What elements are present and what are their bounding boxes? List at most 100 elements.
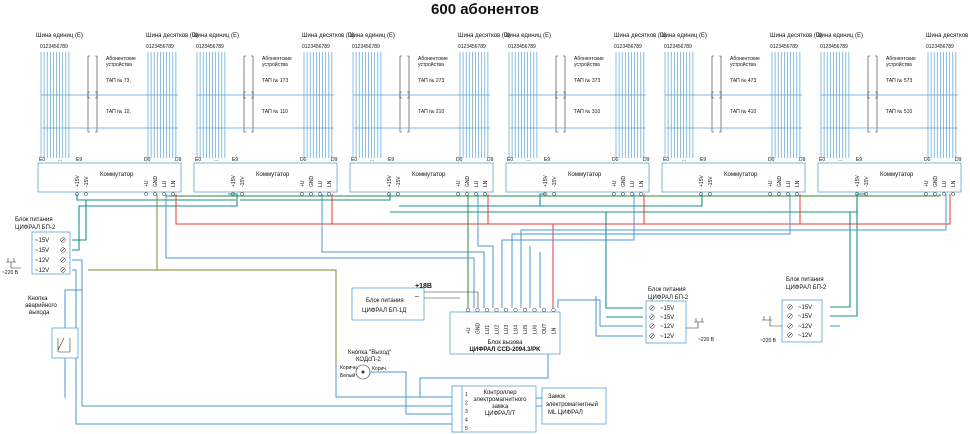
tap-bottom-label: ТАП № 310 <box>574 109 600 115</box>
e9-label: E9 <box>544 157 550 163</box>
commutator-module: Шина единиц (E)Шина десятков (D)01234567… <box>660 33 822 196</box>
psu-right-pin: ~15V <box>798 305 812 311</box>
wire <box>240 194 391 201</box>
psu-left-pin: ~15V <box>35 238 49 244</box>
commutator-module: Шина единиц (E)Шина десятков (D)01234567… <box>192 33 354 196</box>
commutator-pin: LN <box>483 180 489 187</box>
psu-right-pin: ~12V <box>798 324 812 330</box>
lock-model: ML ЦИФРАЛ <box>548 410 583 416</box>
call-block-pin: +U <box>466 327 472 334</box>
d9-label: D9 <box>175 157 182 163</box>
commutator-module: Шина единиц (E)Шина десятков (D)01234567… <box>504 33 666 196</box>
d9-label: D9 <box>487 157 494 163</box>
wire <box>165 194 475 308</box>
call-block-pin: OUT <box>542 323 548 334</box>
exit-button-wire: Корич. <box>372 366 387 372</box>
subscriber-loop <box>87 91 98 133</box>
call-block-pin: LU5 <box>523 325 529 334</box>
psu-mid-title: Блок питания <box>648 287 686 293</box>
wire <box>605 212 643 309</box>
dots-label: ... <box>838 157 842 163</box>
d9-label: D9 <box>955 157 962 163</box>
commutator-pin: -15V <box>240 176 246 187</box>
e0-label: E0 <box>819 157 825 163</box>
units-bus-label: Шина единиц (E) <box>504 33 551 39</box>
commutator-pin: -15V <box>552 176 558 187</box>
d0-label: D0 <box>612 157 619 163</box>
exit-button-model: КОДсП-2 <box>356 357 381 363</box>
plug-icon <box>686 318 704 329</box>
subscriber-loop <box>243 91 254 133</box>
wire <box>710 193 866 213</box>
wire <box>595 296 643 337</box>
d0-label: D0 <box>924 157 931 163</box>
lock-title: Замок <box>548 394 565 400</box>
call-block-pin: LU2 <box>495 325 501 334</box>
psu-18v-minus: – <box>415 293 419 300</box>
tap-top-label: ТАП № 573 <box>886 78 912 84</box>
plug-icon <box>6 258 21 269</box>
tap-top-label: ТАП № 273 <box>418 78 444 84</box>
tens-digits: 0123456789 <box>458 44 486 50</box>
psu-18v-plus: +18В <box>415 283 432 290</box>
dots-label: ... <box>682 157 686 163</box>
commutator-pin: LU <box>318 180 324 187</box>
tap-bottom-label: ТАП № 510 <box>886 109 912 115</box>
units-bus-label: Шина единиц (E) <box>36 33 83 39</box>
commutator-pin: -15V <box>396 176 402 187</box>
plug-icon <box>762 316 782 327</box>
wire <box>540 194 703 207</box>
subscriber-loop <box>867 91 878 133</box>
e0-label: E0 <box>195 157 201 163</box>
wire <box>72 193 238 251</box>
tap-bottom-label: ТАП № 410 <box>730 109 756 115</box>
d0-label: D0 <box>300 157 307 163</box>
e0-label: E0 <box>39 157 45 163</box>
commutator-pin: GND <box>621 176 627 188</box>
commutator-pin: +15V <box>387 175 393 187</box>
subscriber-loop <box>711 55 722 99</box>
commutator-module: Шина единиц (E)Шина десятков (D)01234567… <box>348 33 510 196</box>
lock-title: электромагнитный <box>546 401 598 408</box>
tens-bus-label: Шина десятков (D) <box>458 33 510 39</box>
e9-label: E9 <box>388 157 394 163</box>
commutator-pin: +15V <box>699 175 705 187</box>
psu-right-title: Блок питания <box>786 277 824 283</box>
call-block-model: ЦИФРАЛ CCD-2094.3/PK <box>470 347 542 353</box>
e9-label: E9 <box>76 157 82 163</box>
units-digits: 0123456789 <box>40 44 68 50</box>
call-block-pin: LU6 <box>533 325 539 334</box>
psu-right-pin: ~12V <box>798 333 812 339</box>
psu-right: Блок питания ЦИФРАЛ БП-2 ~15V ~15V ~12V … <box>760 277 827 344</box>
controller-title: замка <box>492 404 509 410</box>
tap-top-label: ТАП № 473 <box>730 78 756 84</box>
psu-mid-pin: ~15V <box>660 306 674 312</box>
emergency-button-label: выхода <box>29 310 50 316</box>
wire <box>557 299 643 327</box>
controller-model: ЦИФРАЛ/Т <box>485 411 516 417</box>
units-digits: 0123456789 <box>352 44 380 50</box>
wire <box>477 194 494 308</box>
commutator-pin: +U <box>924 180 930 187</box>
subscriber-loop <box>555 91 566 133</box>
units-digits: 0123456789 <box>508 44 536 50</box>
controller-title: электромагнитного <box>474 397 528 403</box>
d9-label: D9 <box>799 157 806 163</box>
dots-label: ... <box>214 157 218 163</box>
subscriber-loop <box>399 91 410 133</box>
tap-top-label: ТАП № 73, <box>106 78 131 84</box>
commutator-pin: -15V <box>84 176 90 187</box>
wire <box>175 194 951 225</box>
psu-left-title: Блок питания <box>15 217 53 223</box>
commutator-pin: GND <box>153 176 159 188</box>
subscriber-loop <box>711 91 722 133</box>
emergency-button-label: аварийного <box>25 302 58 309</box>
commutator-pin: GND <box>933 176 939 188</box>
units-digits: 0123456789 <box>820 44 848 50</box>
